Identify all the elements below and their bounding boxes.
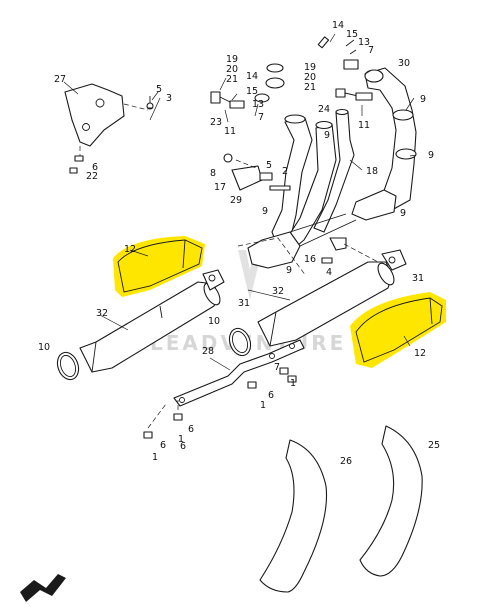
heat-shield-right-12[interactable]: [355, 297, 443, 363]
callout-number: 18: [366, 166, 378, 177]
callout-number: 27: [54, 74, 66, 85]
callout-number: 30: [398, 58, 410, 69]
callout-number: 19: [226, 54, 238, 65]
callout-number: 2: [282, 166, 288, 177]
bracket-16-4[interactable]: [321, 237, 379, 264]
callout-number: 25: [428, 440, 440, 451]
muffler-bracket-28[interactable]: [173, 339, 305, 407]
tip-ring-10-left[interactable]: [54, 349, 82, 382]
callout-number: 20: [304, 72, 316, 83]
callout-number: 26: [340, 456, 352, 467]
callout-number: 12: [414, 348, 426, 359]
bolt-3[interactable]: [146, 96, 154, 110]
callout-number: 24: [318, 104, 330, 115]
callout-number: 16: [304, 254, 316, 265]
callout-number: 10: [208, 316, 220, 327]
callout-number: 1: [290, 378, 296, 389]
callout-number: 7: [274, 362, 280, 373]
callout-number: 9: [286, 265, 292, 276]
callout-number: 22: [86, 171, 98, 182]
heat-shield-left-12[interactable]: [117, 239, 203, 293]
callout-number: 21: [226, 74, 238, 85]
callout-number: 4: [326, 267, 332, 278]
front-head-pipe-9[interactable]: [271, 114, 337, 251]
clamp-assembly-8-17-29[interactable]: [223, 153, 291, 191]
nut-6-upper-left[interactable]: [69, 155, 84, 174]
y-collector-pipe[interactable]: [237, 189, 397, 277]
callout-number: 1: [260, 400, 266, 411]
leader-lines: [63, 33, 417, 371]
callout-number: 6: [92, 162, 98, 173]
callout-number: 19: [304, 62, 316, 73]
muffler-right-32[interactable]: [257, 261, 397, 347]
clamp-31-right[interactable]: [381, 249, 407, 271]
callout-number: 6: [188, 424, 194, 435]
callout-number: 9: [262, 206, 268, 217]
callout-number: 23: [210, 117, 222, 128]
muffler-left-32[interactable]: [79, 281, 223, 373]
callout-number: 13: [252, 99, 264, 110]
tail-pipe-26[interactable]: [259, 439, 328, 593]
callout-number: 15: [246, 86, 258, 97]
callout-number: 1: [178, 434, 184, 445]
callout-number: 1: [152, 452, 158, 463]
callout-number: 32: [96, 308, 108, 319]
callout-number: 9: [400, 208, 406, 219]
callout-labels: 27 5 3 6 22 19 20 21 14 15 13 23 11 7 14…: [38, 20, 440, 467]
o2-sensor-rear[interactable]: [335, 88, 373, 116]
clip-14-15-front[interactable]: [254, 63, 285, 103]
callout-number: 17: [214, 182, 226, 193]
callout-number: 7: [258, 112, 264, 123]
tip-ring-10-right[interactable]: [226, 325, 254, 358]
o2-sensor-front[interactable]: [210, 91, 245, 123]
heat-shield-right-highlight[interactable]: [350, 292, 446, 368]
heat-shield-left-highlight[interactable]: [113, 236, 205, 297]
callout-number: 10: [38, 342, 50, 353]
callout-number: 21: [304, 82, 316, 93]
callout-number: 7: [368, 45, 374, 56]
clamp-31-left[interactable]: [202, 269, 225, 291]
callout-number: 9: [428, 150, 434, 161]
callout-number: 11: [358, 120, 370, 131]
clip-14-15-rear[interactable]: [317, 36, 359, 70]
callout-number: 28: [202, 346, 214, 357]
callout-number: 11: [224, 126, 236, 137]
callout-number: 5: [156, 84, 162, 95]
callout-number: 6: [160, 440, 166, 451]
callout-number: 6: [268, 390, 274, 401]
callout-number: 9: [420, 94, 426, 105]
callout-number: 9: [324, 130, 330, 141]
callout-number: 14: [246, 71, 258, 82]
fasteners-lower[interactable]: [143, 367, 297, 439]
callout-number: 6: [180, 441, 186, 452]
rear-head-pipe-18[interactable]: [313, 108, 355, 233]
callout-number: 14: [332, 20, 344, 31]
callout-number: 12: [124, 244, 136, 255]
callout-number: 13: [358, 37, 370, 48]
callout-number: 32: [272, 286, 284, 297]
callout-number: 15: [346, 29, 358, 40]
callout-number: 3: [166, 93, 172, 104]
callout-number: 31: [238, 298, 250, 309]
collector-pipe-30[interactable]: [364, 67, 417, 211]
tail-pipe-25[interactable]: [359, 425, 423, 577]
callout-number: 29: [230, 195, 242, 206]
callout-number: 8: [210, 168, 216, 179]
callout-number: 5: [266, 160, 272, 171]
mounting-bracket-27[interactable]: [64, 83, 149, 162]
callout-number: 20: [226, 64, 238, 75]
callout-number: 31: [412, 273, 424, 284]
front-direction-icon: [20, 574, 66, 602]
